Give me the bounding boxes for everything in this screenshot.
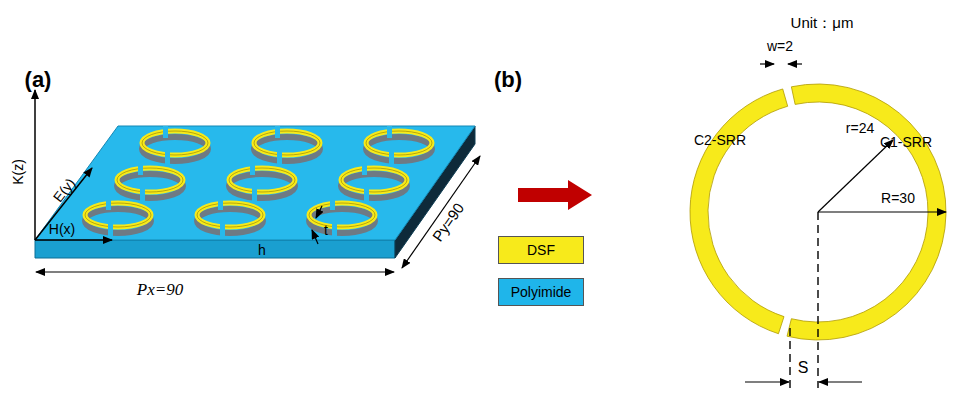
outer-radius-arrow xyxy=(818,211,946,212)
ring-top xyxy=(309,203,375,227)
slab-front xyxy=(35,240,395,258)
ring-edge xyxy=(366,131,432,155)
ring-gap xyxy=(218,198,223,210)
ring-edge xyxy=(341,168,407,192)
t-arrow xyxy=(316,206,322,218)
py-dimension xyxy=(402,156,480,268)
ring-label: C1-SRR xyxy=(880,135,932,149)
period-label: Py=90 xyxy=(430,200,467,244)
unit-note: Unit：μm xyxy=(791,15,854,30)
ring-label: C2-SRR xyxy=(694,133,746,147)
thickness-label: h xyxy=(258,243,266,257)
ring-gap xyxy=(332,221,337,237)
ring-edge xyxy=(197,203,263,227)
axis-h xyxy=(35,239,112,241)
ring-top xyxy=(197,203,263,227)
ring-gap xyxy=(138,163,143,175)
ring-gap xyxy=(140,186,145,202)
ring-gap xyxy=(165,149,170,165)
ring-top xyxy=(85,203,151,227)
axis-label: K(z) xyxy=(11,159,25,185)
w-arrow xyxy=(788,63,802,64)
ring-gap xyxy=(220,221,225,237)
ring-top xyxy=(366,131,432,155)
ring-gap xyxy=(364,186,369,202)
transition-arrow xyxy=(518,180,592,210)
ring-gap xyxy=(106,198,111,210)
center-line xyxy=(817,212,818,388)
ring-edge xyxy=(85,203,151,227)
t-arrow xyxy=(312,230,318,244)
ring-gap xyxy=(163,126,168,138)
ring-top xyxy=(341,168,407,192)
axis-k xyxy=(34,90,36,240)
s-arrow xyxy=(745,381,789,382)
px-dimension xyxy=(36,271,394,272)
ring-gap xyxy=(362,163,367,175)
ring-edge xyxy=(142,131,208,155)
dimension-label: S xyxy=(798,360,809,376)
ring-gap xyxy=(387,126,392,138)
ring-edge xyxy=(254,131,320,155)
ring-top xyxy=(142,131,208,155)
ring-gap xyxy=(330,198,335,210)
ring-edge xyxy=(117,168,183,192)
ring-gap xyxy=(250,163,255,175)
ring-top xyxy=(254,131,320,155)
ring-gap xyxy=(252,186,257,202)
period-label: Px=90 xyxy=(137,281,183,298)
ring-gap xyxy=(275,126,280,138)
dimension-label: R=30 xyxy=(881,191,915,205)
panel-label: (b) xyxy=(494,69,522,91)
ring-gap xyxy=(108,221,113,237)
thickness-label: t xyxy=(324,223,328,237)
axis-label: H(x) xyxy=(49,222,75,236)
legend-text: Polyimide xyxy=(511,285,572,299)
ring-top xyxy=(229,168,295,192)
ring-edge xyxy=(309,203,375,227)
ring-gap xyxy=(277,149,282,165)
dimension-label: w=2 xyxy=(767,39,793,53)
gap-line xyxy=(789,328,790,388)
ring-edge xyxy=(229,168,295,192)
ring-gap xyxy=(389,149,394,165)
legend-text: DSF xyxy=(527,243,555,257)
w-arrow xyxy=(760,63,774,64)
slab-top xyxy=(35,126,475,240)
ring-array xyxy=(85,126,432,237)
c1-ring xyxy=(787,84,946,340)
panel-label: (a) xyxy=(25,69,52,91)
dimension-label: r=24 xyxy=(846,121,874,135)
c2-ring xyxy=(690,89,788,334)
axis-e xyxy=(35,168,92,240)
ring-top xyxy=(117,168,183,192)
s-arrow xyxy=(819,381,862,382)
